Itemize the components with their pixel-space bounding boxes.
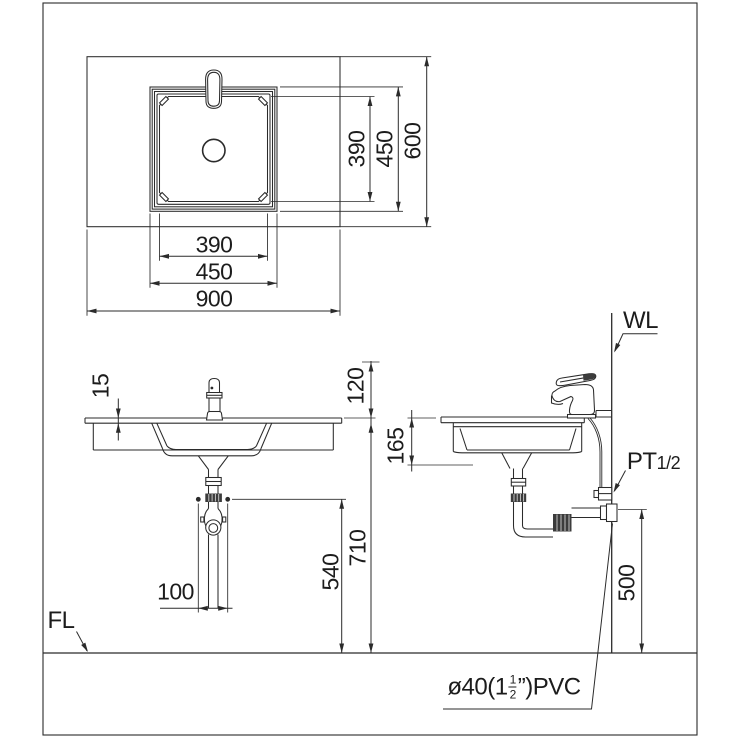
- knurled-nut-side: [510, 493, 527, 502]
- drain-note-suffix: ”)PVC: [517, 673, 581, 701]
- wall-drain-pipe: [571, 507, 601, 519]
- drain-pipe-front: [207, 534, 219, 609]
- dim-plan-counter-depth: 600: [399, 122, 425, 160]
- plan-view: [86, 56, 341, 228]
- dim-front-drain-offset: 100: [157, 578, 194, 604]
- faucet-plan: [205, 69, 223, 109]
- faucet-front: [205, 377, 224, 421]
- wall-outlet-flange: [605, 503, 618, 523]
- dimension-lines: [87, 56, 643, 653]
- dim-front-counter-height: 710: [344, 529, 371, 567]
- drain-note-prefix: ø40(1: [447, 673, 508, 701]
- faucet-side: [550, 373, 597, 419]
- supply-thread-text: PT: [626, 447, 657, 475]
- countertop-plan: [86, 56, 341, 228]
- dim-plan-counter-width: 900: [195, 285, 233, 312]
- counter-side: [440, 416, 612, 424]
- corner-bevel-marks: [158, 95, 269, 203]
- supply-thread-size: 1/2: [656, 452, 681, 473]
- reference-dot: [195, 496, 201, 502]
- floor-line-label: FL: [47, 606, 75, 634]
- side-view: [440, 373, 618, 538]
- dim-front-counter-thickness: 15: [87, 373, 114, 398]
- knurled-nut-front: [205, 493, 222, 502]
- reference-dot: [225, 496, 231, 502]
- dim-plan-sink-outer-width: 450: [195, 258, 233, 284]
- drain-hole-plan: [201, 138, 226, 163]
- dim-side-outlet-height: 500: [613, 564, 639, 602]
- dim-side-basin-depth: 165: [382, 427, 408, 464]
- dim-front-faucet-height: 120: [342, 367, 369, 405]
- wall-line-label: WL: [623, 306, 659, 334]
- extension-lines: [86, 56, 647, 613]
- supply-thread-label: PT1/2: [626, 447, 681, 475]
- dim-front-trap-level: 540: [317, 553, 343, 591]
- supply-hose: [589, 417, 603, 488]
- front-view: [84, 377, 343, 609]
- sheet-frame: [42, 2, 698, 736]
- dim-plan-sink-inner-width: 390: [195, 231, 233, 257]
- dim-plan-sink-outer-depth: 450: [371, 130, 397, 168]
- coupling-nut-side: [553, 514, 572, 532]
- dim-plan-sink-inner-depth: 390: [343, 130, 369, 168]
